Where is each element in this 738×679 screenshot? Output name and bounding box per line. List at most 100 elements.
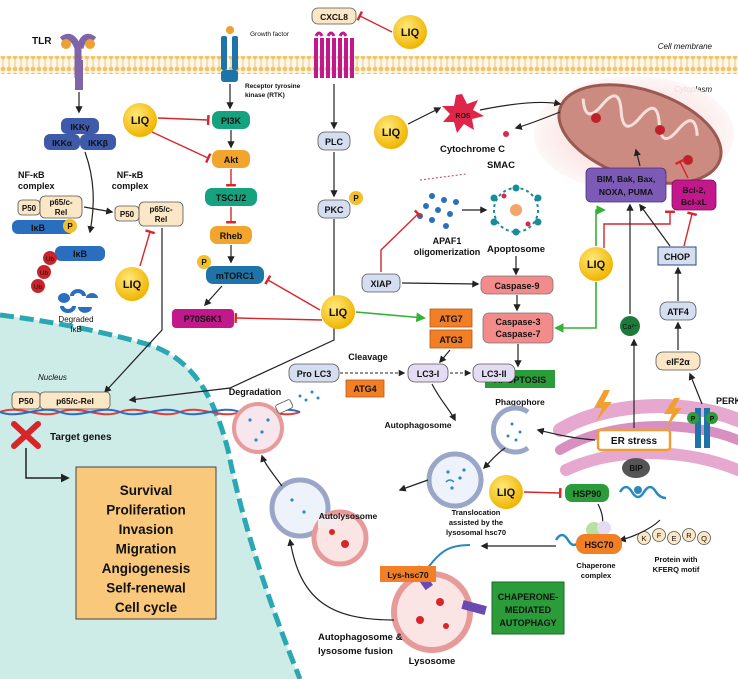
bip-label: BIP — [629, 464, 643, 473]
p65-label-2a: p65/c- — [149, 205, 172, 214]
cma-label-3: AUTOPHAGY — [499, 618, 556, 628]
fusion-label-2: lysosome fusion — [318, 646, 393, 657]
autolysosome-icon — [269, 477, 369, 567]
liq-drug-icon-2: LIQ — [123, 103, 157, 137]
cell-membrane-label: Cell membrane — [658, 42, 713, 51]
arrow-pkc-nucleus — [128, 219, 335, 403]
arrow-genes-outcomes — [25, 448, 70, 483]
akt-node — [212, 150, 250, 168]
outcomes-box — [75, 466, 217, 620]
translocation-label-2: assisted by the — [449, 518, 503, 527]
p50-label-1: P50 — [22, 204, 37, 213]
autolysosome-label: Autolysosome — [319, 511, 378, 521]
pi3k-label: PI3K — [221, 116, 242, 126]
chop-label: CHOP — [664, 252, 690, 262]
liq-drug-icon-6: LIQ — [579, 247, 613, 281]
lys-hsc70-label: Lys-hsc70 — [387, 570, 429, 580]
p70s6k1-node — [172, 309, 234, 328]
kferq-residue — [682, 528, 696, 542]
apoptosome-icon — [490, 184, 542, 236]
lc3-i-label: LC3-I — [417, 369, 440, 379]
caspase3-label: Caspase-3 — [495, 317, 540, 327]
liq-label-3: LIQ — [123, 279, 142, 291]
kferq-residue-label: F — [657, 531, 662, 540]
degraded-ikb-label-2: IκB — [70, 325, 82, 334]
activate-liq-caspase — [554, 282, 597, 333]
lc3-ii-node — [472, 363, 516, 383]
fusion-label-1: Autophagosome & — [318, 632, 403, 643]
ub-label-3: Ub — [34, 284, 43, 291]
translocation-label-3: lysosomal hsc70 — [446, 528, 506, 537]
arrow-lc3-autophagosome — [431, 383, 456, 422]
arrow-phagophore-autophagosome — [482, 447, 506, 470]
hsp90-label: HSP90 — [573, 489, 602, 499]
mtorc1-p-label: P — [201, 258, 207, 267]
cleavage-label: Cleavage — [348, 352, 388, 362]
lysosome-label: Lysosome — [409, 656, 456, 667]
p70s6k1-label: P70S6K1 — [184, 314, 223, 324]
lc3-i-node — [407, 363, 449, 383]
liq-drug-icon-7: LIQ — [489, 475, 523, 509]
degraded-ikb-icon — [58, 289, 98, 313]
atg7-label: ATG7 — [439, 314, 462, 324]
pkc-node — [317, 199, 351, 219]
phagophore-icon — [490, 405, 530, 455]
chaperone-complex-label-2: complex — [581, 571, 612, 580]
perk-p-label-1: P — [691, 416, 696, 423]
er-stress-node — [596, 428, 672, 452]
hsc70-node — [576, 534, 622, 554]
liq-drug-icon-3: LIQ — [115, 267, 149, 301]
lys-hsc70-node — [380, 566, 436, 582]
arrow-ros-mito — [479, 99, 562, 111]
hsp90-node — [565, 484, 609, 502]
lc3-ii-label: LC3-II — [481, 369, 506, 379]
outcome-item: Angiogenesis — [102, 561, 191, 576]
inhibit-bcl-mito — [674, 158, 689, 179]
pkc-phospho — [349, 191, 363, 205]
outcome-item: Survival — [120, 483, 173, 498]
cxcr-receptor-icon — [314, 31, 354, 78]
atg3-label: ATG3 — [439, 335, 462, 345]
perk-receptor-icon: P P — [687, 408, 718, 448]
mtorc1-node — [206, 266, 264, 284]
arrow-liq-ros — [407, 107, 442, 125]
ikk-complex: IKKγ IKKα IKKβ — [44, 118, 116, 150]
arrow-kferq-hsc70 — [618, 519, 661, 543]
blocked-transcription-icon — [11, 421, 41, 449]
bcl-label-2: Bcl-xL — [681, 197, 707, 207]
cma-label-1: CHAPERONE- — [498, 592, 559, 602]
inhibit-liq-bcl — [603, 210, 675, 248]
bip-icon — [622, 458, 650, 478]
cell-membrane — [0, 56, 738, 74]
arrow-bim-mito — [633, 148, 641, 167]
activate-liq-bim — [595, 205, 606, 246]
er-stress-label: ER stress — [611, 436, 658, 447]
growth-factor-label: Growth factor — [250, 31, 290, 38]
xiap-node — [361, 273, 401, 293]
p65-label-1a: p65/c- — [49, 198, 72, 207]
nfkb-complex-free: P50 p65/c- Rel — [114, 201, 184, 227]
liq-label-4: LIQ — [382, 127, 401, 139]
bcl-label-1: Bcl-2, — [682, 185, 705, 195]
arrow-autophagosome-autolysosome — [398, 479, 429, 492]
ros-label: ROS — [455, 113, 471, 120]
nfkb-complex-label-2: NF-κB — [117, 170, 144, 180]
kferq-residue-label: R — [686, 531, 692, 540]
liq-label-2: LIQ — [131, 115, 150, 127]
kferq-residue-label: K — [641, 534, 646, 543]
nfkb-complex-label-2b: complex — [112, 181, 149, 191]
akt-label: Akt — [224, 155, 239, 165]
activate-liq-atg — [355, 311, 426, 323]
liq-drug-icon-5: LIQ — [321, 295, 355, 329]
kferq-residue — [667, 531, 681, 545]
tlr-receptor-icon — [59, 33, 97, 90]
translocation-label-1: Translocation — [452, 508, 501, 517]
autophagosome-label: Autophagosome — [384, 420, 451, 430]
liq-label-7: LIQ — [497, 487, 516, 499]
inhibit-liq-mtorc1 — [264, 275, 321, 311]
arrow-lysosome-fusion — [287, 538, 395, 621]
bcl2-node — [671, 179, 717, 211]
outcome-item: Proliferation — [106, 503, 186, 518]
calcium-ion-icon — [620, 316, 640, 336]
arrow-mtorc1-p70 — [204, 285, 223, 307]
